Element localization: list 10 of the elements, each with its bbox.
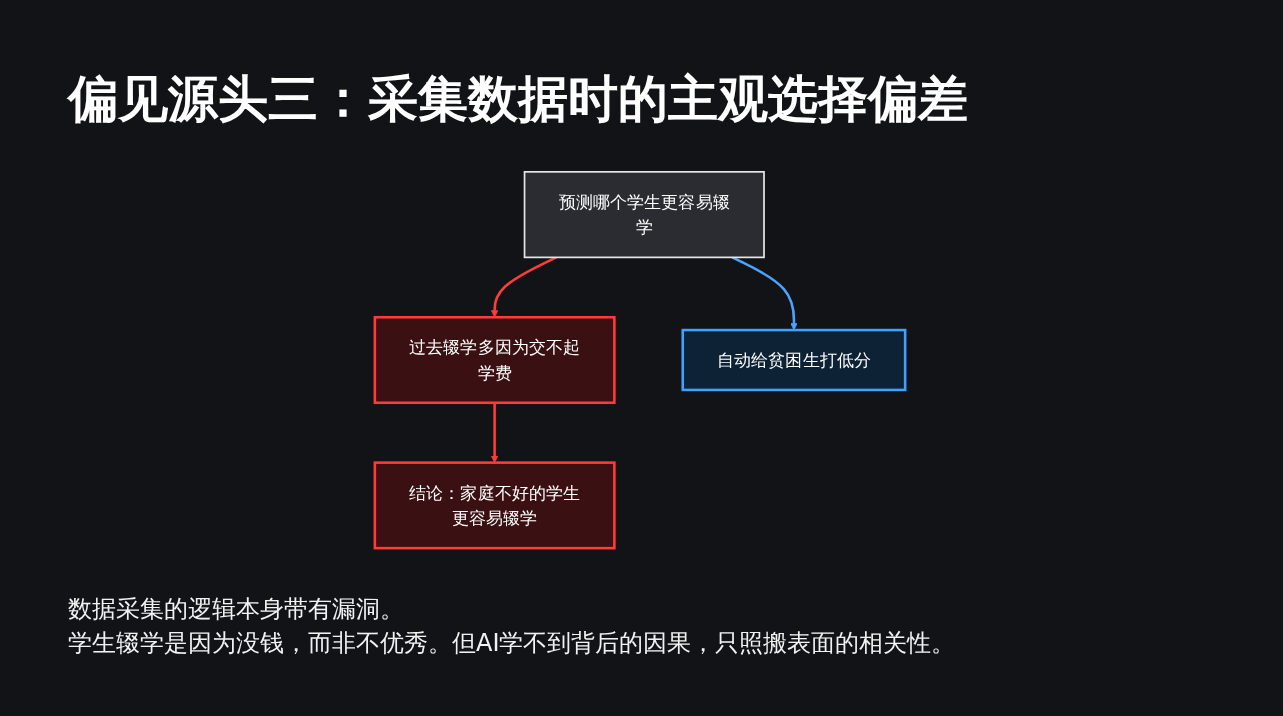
node-box: 结论：家庭不好的学生更容易辍学: [373, 461, 616, 550]
arrow: [490, 402, 499, 463]
node-box: 自动给贫困生打低分: [681, 328, 907, 392]
title: 偏见源头三：采集数据时的主观选择偏差: [68, 69, 968, 130]
arrow: [490, 256, 557, 318]
node-box: 过去辍学多因为交不起学费: [373, 315, 616, 405]
node-box: 预测哪个学生更容易辍学: [523, 171, 765, 259]
note-text: 学生辍学是因为没钱，而非不优秀。但AI学不到背后的因果，只照搬表面的相关性。: [68, 628, 956, 659]
note-text: 数据采集的逻辑本身带有漏洞。: [68, 594, 405, 625]
arrow: [731, 256, 798, 331]
